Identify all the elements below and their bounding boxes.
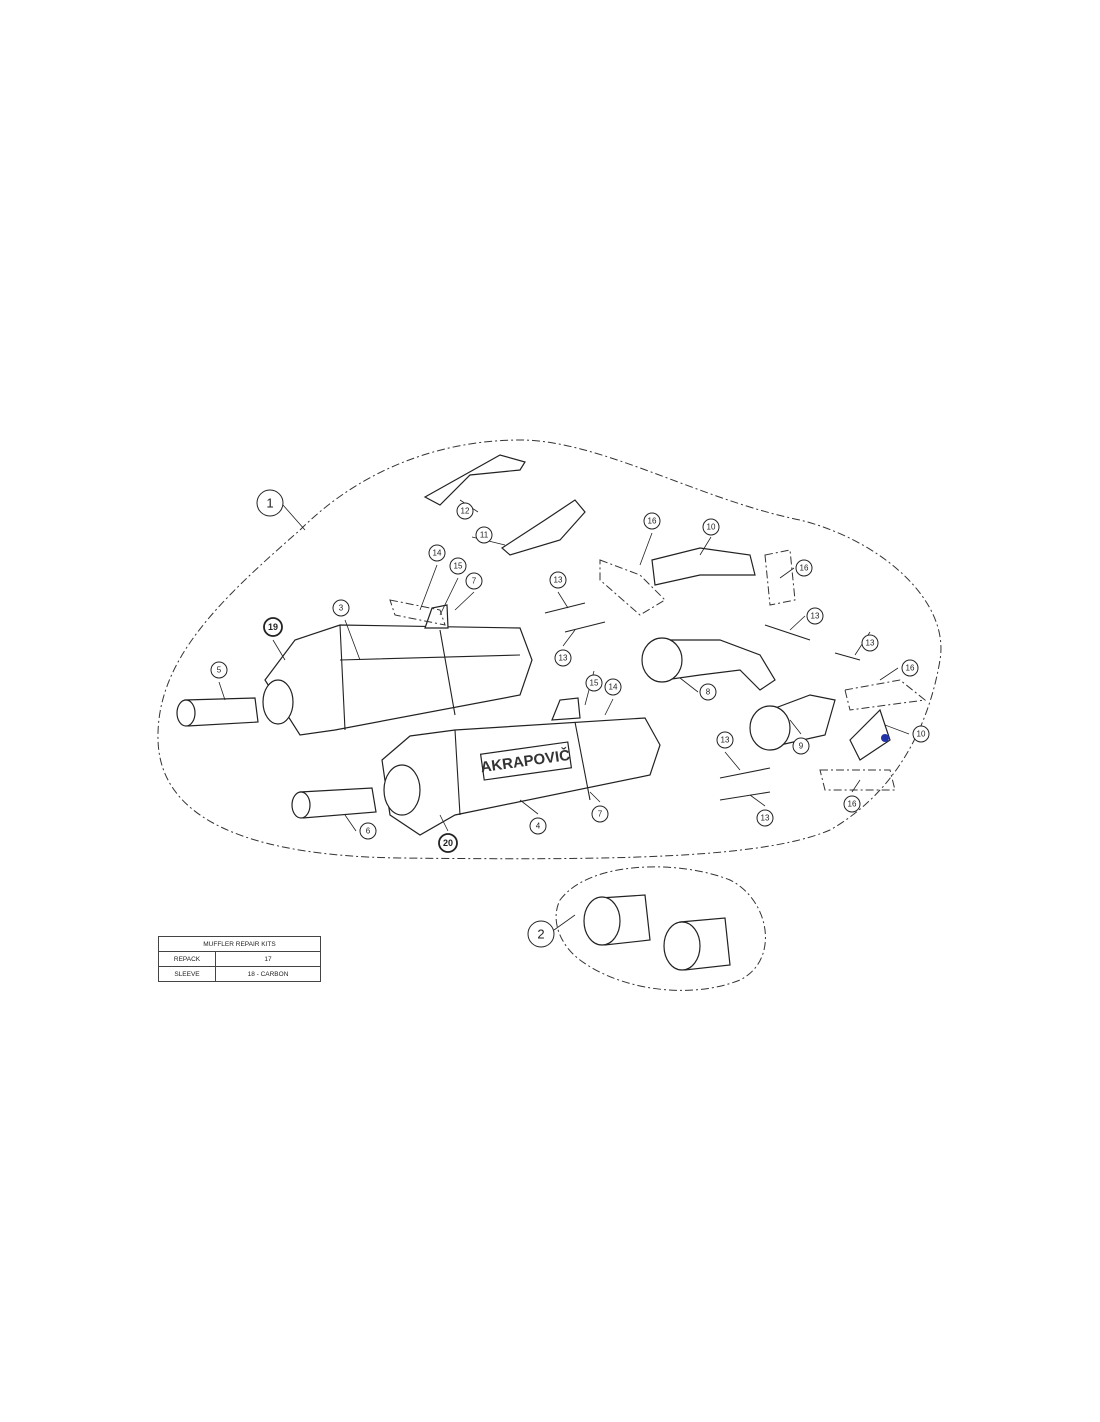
svg-text:14: 14 (433, 549, 442, 558)
callout-6[interactable]: 6 (359, 822, 377, 840)
svg-text:13: 13 (761, 814, 770, 823)
callout-16[interactable]: 16 (901, 659, 919, 677)
hardware-group-16a (599, 559, 666, 616)
svg-text:16: 16 (906, 664, 915, 673)
callout-3[interactable]: 3 (332, 599, 350, 617)
callout-9[interactable]: 9 (792, 737, 810, 755)
callout-13[interactable]: 13 (549, 571, 567, 589)
callout-13[interactable]: 13 (861, 634, 879, 652)
kit-2-boundary (555, 866, 766, 991)
svg-text:20: 20 (443, 838, 453, 848)
svg-text:16: 16 (800, 564, 809, 573)
callout-15[interactable]: 15 (449, 557, 467, 575)
svg-text:13: 13 (721, 736, 730, 745)
svg-text:19: 19 (268, 622, 278, 632)
heat-shield-10-lower (849, 708, 891, 761)
link-pipe-8 (641, 637, 776, 691)
svg-text:16: 16 (848, 800, 857, 809)
svg-text:11: 11 (480, 531, 489, 540)
callout-4[interactable]: 4 (529, 817, 547, 835)
muffler-3 (262, 604, 533, 736)
link-pipe-5 (176, 697, 259, 727)
callout-16[interactable]: 16 (643, 512, 661, 530)
callout-5[interactable]: 5 (210, 661, 228, 679)
callout-7[interactable]: 7 (465, 572, 483, 590)
hardware-group-16b (764, 549, 796, 606)
svg-text:1: 1 (266, 496, 273, 511)
table-row: SLEEVE 18 - CARBON (158, 966, 321, 982)
svg-text:10: 10 (707, 523, 716, 532)
callout-7[interactable]: 7 (591, 805, 609, 823)
callout-13[interactable]: 13 (716, 731, 734, 749)
svg-text:7: 7 (472, 577, 477, 586)
svg-text:7: 7 (598, 810, 603, 819)
svg-text:6: 6 (366, 827, 371, 836)
link-pipe-6 (291, 787, 377, 819)
hardware-group-16c (844, 679, 927, 711)
muffler-4: AKRAPOVIČ (381, 697, 661, 836)
callout-16[interactable]: 16 (795, 559, 813, 577)
sleeve-kit-2 (583, 894, 731, 971)
svg-text:13: 13 (866, 639, 875, 648)
hardware-group-16d (819, 769, 896, 791)
callout-8[interactable]: 8 (699, 683, 717, 701)
svg-text:3: 3 (339, 604, 344, 613)
svg-text:13: 13 (559, 654, 568, 663)
kit-value: 17 (215, 951, 321, 967)
svg-text:12: 12 (461, 507, 470, 516)
repair-kits-title: MUFFLER REPAIR KITS (158, 936, 321, 952)
svg-text:15: 15 (590, 679, 599, 688)
callout-16[interactable]: 16 (843, 795, 861, 813)
hardware-group-14-15 (389, 599, 446, 626)
muffler-repair-kits-table: MUFFLER REPAIR KITS REPACK 17 SLEEVE 18 … (158, 936, 321, 982)
svg-text:15: 15 (454, 562, 463, 571)
heat-shield-10-upper (651, 547, 756, 586)
kit-label: SLEEVE (158, 966, 216, 982)
svg-text:13: 13 (811, 612, 820, 621)
svg-text:9: 9 (799, 742, 804, 751)
callout-15[interactable]: 15 (585, 674, 603, 692)
svg-text:2: 2 (537, 927, 544, 942)
bracket-11 (501, 499, 586, 556)
callout-13[interactable]: 13 (554, 649, 572, 667)
callout-14[interactable]: 14 (604, 678, 622, 696)
callout-2[interactable]: 2 (527, 920, 555, 948)
svg-text:4: 4 (536, 822, 541, 831)
svg-text:10: 10 (917, 730, 926, 739)
callout-13[interactable]: 13 (756, 809, 774, 827)
svg-text:14: 14 (609, 683, 618, 692)
kit-value: 18 - CARBON (215, 966, 321, 982)
kit-label: REPACK (158, 951, 216, 967)
callout-13[interactable]: 13 (806, 607, 824, 625)
callout-14[interactable]: 14 (428, 544, 446, 562)
callout-12[interactable]: 12 (456, 502, 474, 520)
svg-text:8: 8 (706, 688, 711, 697)
kit-1-boundary (157, 439, 942, 860)
callout-10[interactable]: 10 (912, 725, 930, 743)
svg-text:16: 16 (648, 517, 657, 526)
callout-11[interactable]: 11 (475, 526, 493, 544)
bracket-12 (423, 454, 526, 506)
callout-1[interactable]: 1 (256, 489, 284, 517)
callout-19[interactable]: 19 (263, 617, 283, 637)
table-row: REPACK 17 (158, 951, 321, 967)
svg-text:13: 13 (554, 576, 563, 585)
springs (544, 602, 861, 801)
callout-20[interactable]: 20 (438, 833, 458, 853)
svg-text:5: 5 (217, 666, 222, 675)
link-pipe-9 (749, 694, 836, 751)
callout-10[interactable]: 10 (702, 518, 720, 536)
